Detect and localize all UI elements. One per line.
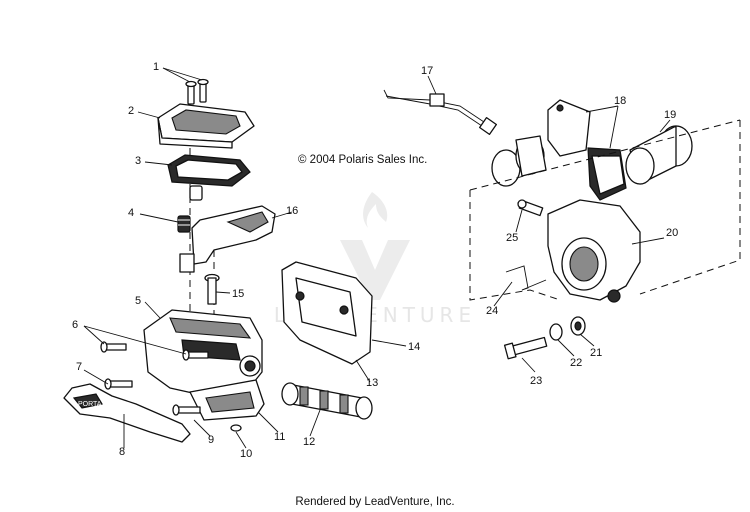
callout-4: 4 (128, 207, 134, 219)
part-9-screw (172, 404, 201, 416)
callout-24: 24 (486, 305, 498, 317)
callout-labels: 1 2 3 4 5 6 7 8 9 10 11 12 13 14 15 16 1… (72, 61, 678, 460)
footer-rendered-by: Rendered by LeadVenture, Inc. (295, 496, 455, 508)
caliper-outline-left (469, 190, 561, 301)
part-17-brake-line (383, 89, 498, 136)
part-seals-left (491, 135, 547, 187)
callout-12: 12 (303, 436, 315, 448)
part-16-lever-bracket (179, 205, 276, 273)
callout-5: 5 (135, 295, 141, 307)
copyright-text: © 2004 Polaris Sales Inc. (298, 154, 427, 166)
callout-3: 3 (135, 155, 141, 167)
callout-25: 25 (506, 232, 518, 244)
callout-6: 6 (72, 319, 78, 331)
part-20-caliper (547, 199, 641, 303)
callout-23: 23 (530, 375, 542, 387)
callout-2: 2 (128, 105, 134, 117)
part-11-clamp (189, 379, 265, 421)
callout-7: 7 (76, 361, 82, 373)
callout-22: 22 (570, 357, 582, 369)
callout-16: 16 (286, 205, 298, 217)
caliper-outline-top (469, 119, 741, 191)
callout-17: 17 (421, 65, 433, 77)
part-24-clip (505, 265, 547, 291)
part-7-screw (104, 378, 133, 390)
callout-21: 21 (590, 347, 602, 359)
callout-20: 20 (666, 227, 678, 239)
callout-13: 13 (366, 377, 378, 389)
part-2-reservoir-cover (157, 103, 255, 149)
part-12-piston (281, 382, 373, 420)
part-4-spring (177, 215, 191, 233)
part-25-bleeder (517, 199, 544, 217)
part-3-diaphragm (167, 154, 251, 201)
watermark-v-icon (340, 240, 410, 300)
part-19-seals (625, 125, 693, 185)
callout-9: 9 (208, 434, 214, 446)
callout-8: 8 (119, 446, 125, 458)
watermark-flame-icon (363, 192, 388, 228)
callout-10: 10 (240, 448, 252, 460)
part-23-bolt (503, 336, 548, 360)
callout-14: 14 (408, 341, 420, 353)
part-21-22-washers (549, 316, 586, 341)
callout-1: 1 (153, 61, 159, 73)
leader-lines (83, 67, 671, 449)
svg-text:PORTAS: PORTAS (78, 401, 106, 408)
part-10-washer (230, 424, 242, 432)
callout-11: 11 (274, 431, 285, 443)
part-1-screws (185, 78, 209, 105)
callout-18: 18 (614, 95, 626, 107)
caliper-outline-right (639, 120, 741, 295)
part-13-14-boot (281, 261, 373, 365)
part-8-brake-lever: PORTAS (63, 383, 191, 443)
callout-19: 19 (664, 109, 676, 121)
part-18-brake-pads (547, 99, 627, 201)
part-6-screws (100, 341, 209, 361)
callout-15: 15 (232, 288, 244, 300)
part-15-pin (204, 273, 220, 305)
